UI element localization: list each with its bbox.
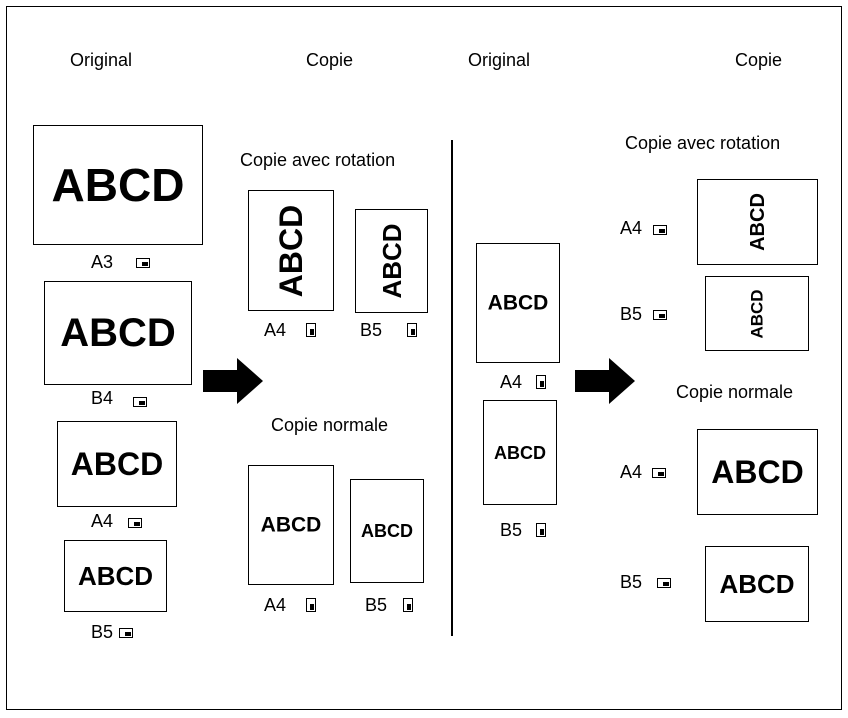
- original-portrait-b5-label: B5: [500, 520, 523, 540]
- landscape-orientation-icon: [657, 578, 671, 588]
- left-normal-section-label: Copie normale: [271, 415, 389, 435]
- landscape-orientation-icon: [653, 225, 667, 235]
- right-normal-section-label: Copie normale: [676, 382, 794, 402]
- original-b5-sheet: ABCD: [64, 540, 167, 612]
- copy-normal-b5-sheet: ABCD: [350, 479, 424, 583]
- portrait-orientation-icon: [536, 523, 546, 537]
- original-portrait-a4-sheet: ABCD: [476, 243, 560, 363]
- portrait-orientation-icon: [306, 323, 316, 337]
- portrait-orientation-icon: [536, 375, 546, 389]
- right-rotated-a4-label: A4: [620, 218, 643, 238]
- copy-normal-a4-label: A4: [264, 595, 287, 615]
- right-normal-b5-label: B5: [620, 572, 643, 592]
- landscape-orientation-icon: [652, 468, 666, 478]
- diagram-frame: [6, 6, 842, 710]
- sheet-text: ABCD: [746, 193, 769, 251]
- original-b4-sheet: ABCD: [44, 281, 192, 385]
- left-copy-header: Copie: [306, 50, 354, 70]
- portrait-orientation-icon: [407, 323, 417, 337]
- landscape-orientation-icon: [653, 310, 667, 320]
- copy-normal-a4-sheet: ABCD: [248, 465, 334, 585]
- right-copy-header: Copie: [735, 50, 783, 70]
- sheet-text: ABCD: [711, 454, 804, 490]
- sheet-text: ABCD: [494, 442, 546, 463]
- arrow-right-icon: [203, 358, 263, 404]
- sheet-text: ABCD: [260, 513, 322, 537]
- sheet-text: ABCD: [747, 288, 767, 339]
- copy-normal-landscape-a4-sheet: ABCD: [697, 429, 818, 515]
- column-divider: [451, 140, 453, 636]
- left-original-header: Original: [70, 50, 133, 70]
- right-normal-a4-label: A4: [620, 462, 643, 482]
- sheet-text: ABCD: [70, 446, 164, 482]
- sheet-text: ABCD: [719, 569, 795, 599]
- copy-rotated-a4-sheet: ABCD: [248, 190, 334, 311]
- sheet-text: ABCD: [487, 291, 549, 315]
- sheet-text: ABCD: [77, 561, 154, 591]
- right-rotated-b5-label: B5: [620, 304, 643, 324]
- sheet-text: ABCD: [376, 223, 407, 299]
- copy-rotated-a4-label: A4: [264, 320, 287, 340]
- original-portrait-a4-label: A4: [500, 372, 523, 392]
- landscape-orientation-icon: [133, 397, 147, 407]
- sheet-text: ABCD: [361, 521, 413, 541]
- right-rotation-section-label: Copie avec rotation: [625, 133, 781, 153]
- original-b5-label: B5: [91, 622, 114, 642]
- copy-rotated-b5-label: B5: [360, 320, 383, 340]
- landscape-orientation-icon: [119, 628, 133, 638]
- copy-rotated-landscape-b5-sheet: ABCD: [705, 276, 809, 351]
- original-b4-label: B4: [91, 388, 114, 408]
- copy-rotated-landscape-a4-sheet: ABCD: [697, 179, 818, 265]
- sheet-text: ABCD: [60, 311, 176, 355]
- copy-rotated-b5-sheet: ABCD: [355, 209, 428, 313]
- landscape-orientation-icon: [128, 518, 142, 528]
- copy-normal-landscape-b5-sheet: ABCD: [705, 546, 809, 622]
- arrow-right-icon: [575, 358, 635, 404]
- right-original-header: Original: [468, 50, 531, 70]
- portrait-orientation-icon: [306, 598, 316, 612]
- sheet-text: ABCD: [51, 159, 185, 211]
- original-a4-label: A4: [91, 511, 114, 531]
- sheet-text: ABCD: [273, 204, 309, 297]
- portrait-orientation-icon: [403, 598, 413, 612]
- original-a3-label: A3: [91, 252, 114, 272]
- left-rotation-section-label: Copie avec rotation: [240, 150, 396, 170]
- original-a4-sheet: ABCD: [57, 421, 177, 507]
- copy-normal-b5-label: B5: [365, 595, 388, 615]
- original-portrait-b5-sheet: ABCD: [483, 400, 557, 505]
- landscape-orientation-icon: [136, 258, 150, 268]
- original-a3-sheet: ABCD: [33, 125, 203, 245]
